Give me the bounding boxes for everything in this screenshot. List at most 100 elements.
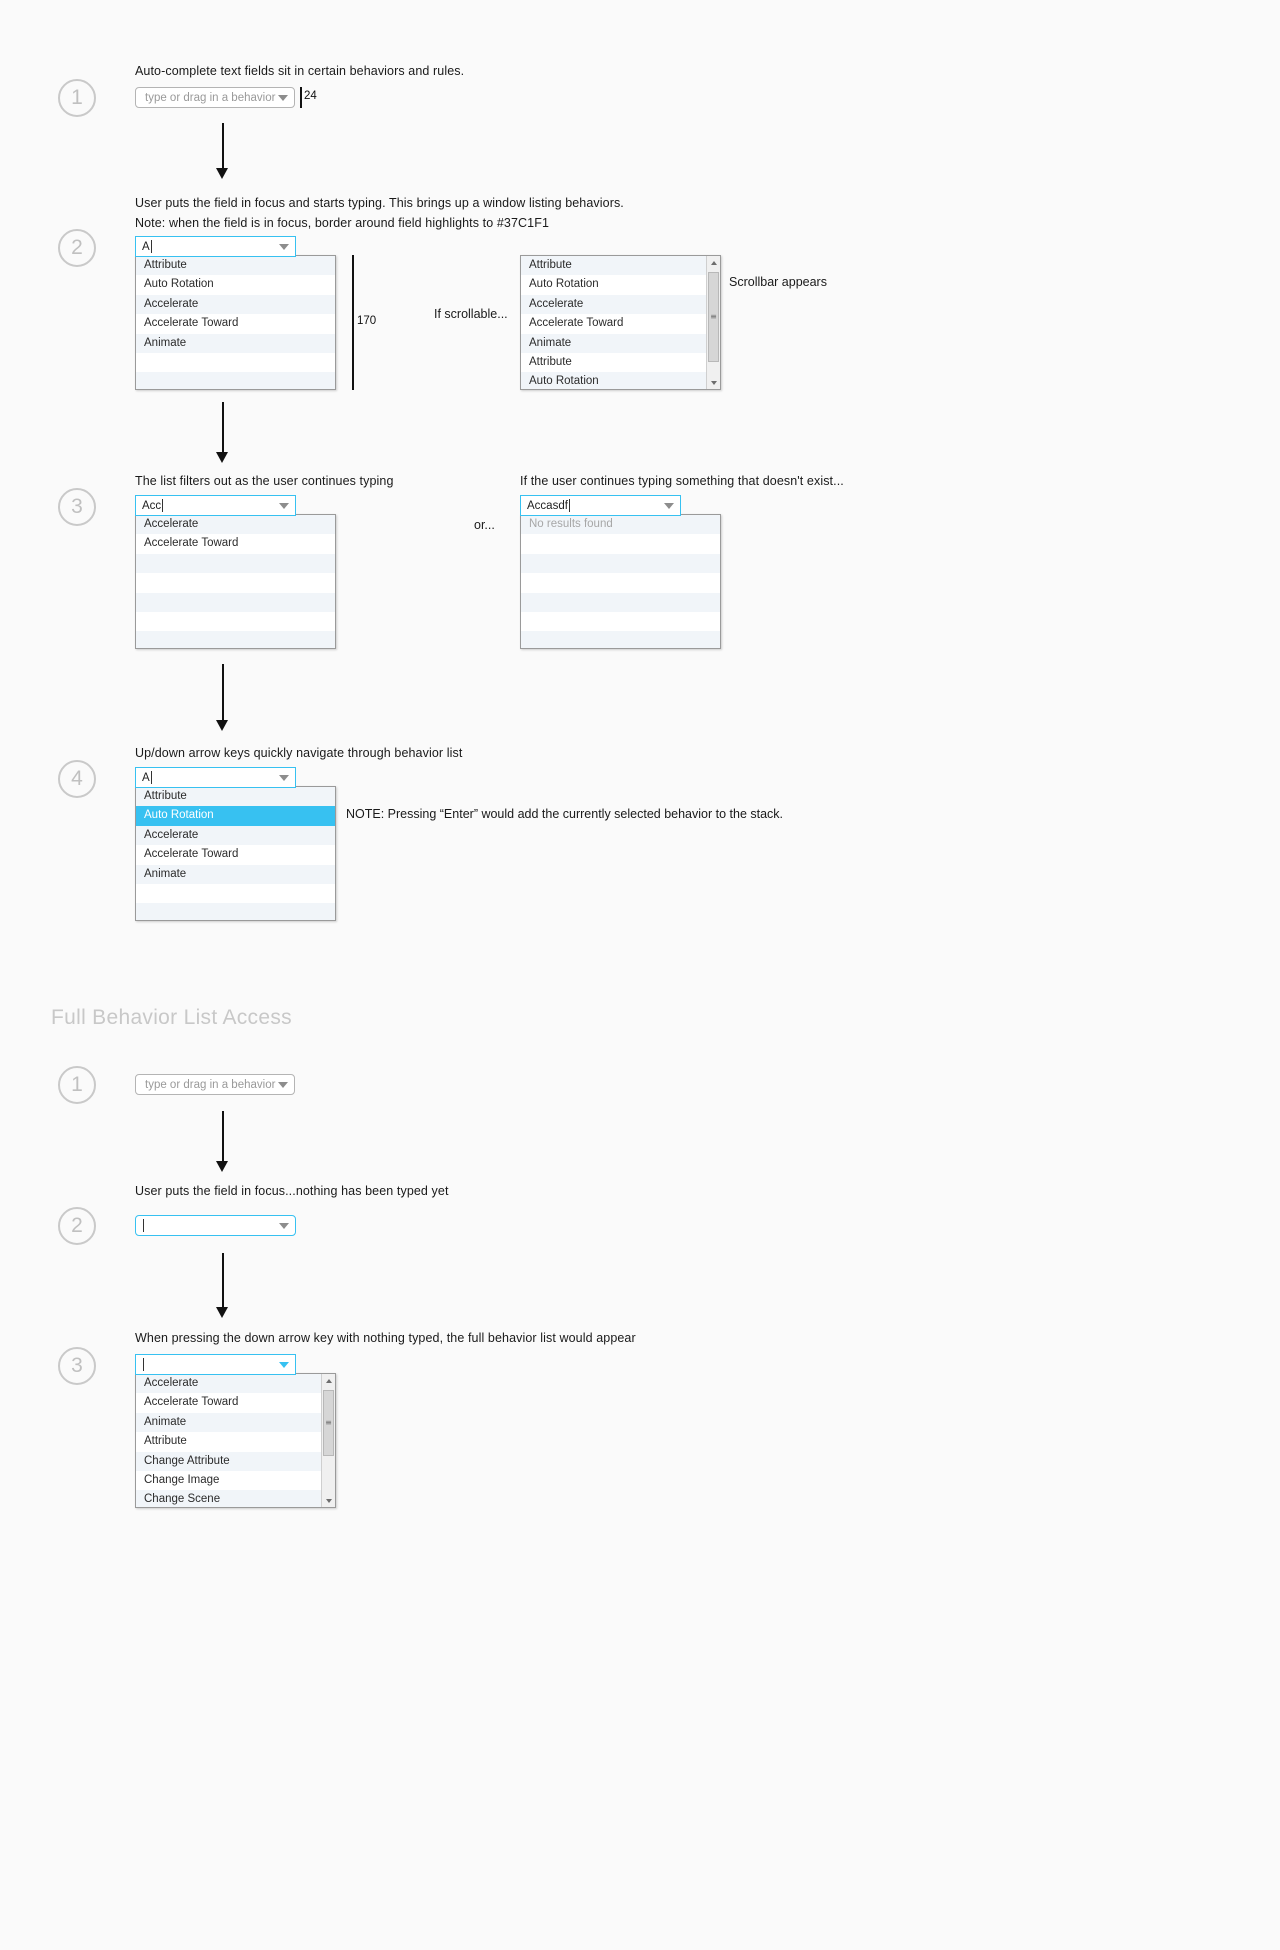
grip-icon: ≡ [710, 312, 717, 321]
scrollbar-thumb[interactable]: ≡ [708, 272, 719, 362]
vertical-scrollbar[interactable]: ≡ [706, 256, 720, 389]
dropdown-option[interactable]: Auto Rotation [136, 275, 335, 295]
dropdown-option-empty [136, 352, 335, 373]
chevron-down-icon[interactable] [278, 1081, 288, 1088]
behavior-field-step3-right[interactable]: Accasdf [520, 495, 681, 516]
dropdown-option[interactable]: Accelerate [521, 294, 706, 315]
text-cursor [150, 771, 152, 784]
no-results-message: No results found [521, 515, 720, 535]
dropdown-option[interactable]: Attribute [521, 352, 706, 373]
dropdown-option[interactable]: Accelerate [136, 294, 335, 315]
dropdown-option[interactable]: Attribute [136, 787, 335, 807]
scrollbar-appears-label: Scrollbar appears [729, 275, 827, 289]
chevron-down-icon[interactable] [279, 774, 289, 781]
step3-caption-left: The list filters out as the user continu… [135, 474, 394, 488]
step-badge-2: 2 [58, 229, 96, 267]
behavior-field-b-step1[interactable]: type or drag in a behavior [135, 1074, 295, 1095]
if-scrollable-label: If scrollable... [434, 307, 508, 321]
dropdown-option[interactable]: Attribute [136, 1432, 321, 1452]
behavior-field-step1[interactable]: type or drag in a behavior [135, 87, 295, 108]
dropdown-option[interactable]: Animate [136, 1412, 321, 1433]
scroll-up-button[interactable] [322, 1374, 335, 1387]
dropdown-option[interactable]: Accelerate Toward [521, 314, 706, 334]
dropdown-option-empty [136, 372, 335, 389]
triangle-down-icon [710, 380, 717, 385]
section-heading-full-behavior-list: Full Behavior List Access [51, 1006, 292, 1029]
chevron-down-icon[interactable] [279, 1361, 289, 1368]
triangle-up-icon [325, 1378, 332, 1383]
behavior-field-b-step3[interactable] [135, 1354, 296, 1375]
behavior-field-step3-left[interactable]: Acc [135, 495, 296, 516]
vertical-scrollbar[interactable]: ≡ [321, 1374, 335, 1507]
dropdown-option-empty [136, 592, 335, 612]
dropdown-option-selected[interactable]: Auto Rotation [136, 806, 335, 826]
dropdown-option-empty [136, 883, 335, 904]
behavior-field-b-step2[interactable] [135, 1215, 296, 1236]
dropdown-option[interactable]: Accelerate [136, 515, 335, 535]
step4-caption: Up/down arrow keys quickly navigate thro… [135, 746, 463, 760]
dropdown-option-empty [136, 903, 335, 920]
behavior-field-placeholder: type or drag in a behavior [145, 91, 276, 104]
dropdown-option[interactable]: Accelerate [136, 1374, 321, 1394]
chevron-down-icon[interactable] [279, 1222, 289, 1229]
scroll-up-button[interactable] [707, 256, 720, 269]
chevron-down-icon[interactable] [279, 243, 289, 250]
step-badge-1: 1 [58, 79, 96, 117]
dropdown-option[interactable]: Animate [136, 864, 335, 884]
dropdown-option[interactable]: Accelerate Toward [136, 534, 335, 554]
flow-arrow-3 [216, 664, 229, 732]
behavior-field-step4[interactable]: A [135, 767, 296, 788]
step4-enter-note: NOTE: Pressing “Enter” would add the cur… [346, 807, 784, 821]
triangle-down-icon [325, 1498, 332, 1503]
scroll-down-button[interactable] [322, 1494, 335, 1507]
scrollbar-thumb[interactable]: ≡ [323, 1390, 334, 1456]
dropdown-option[interactable]: Accelerate Toward [136, 845, 335, 865]
section-b-step2-caption: User puts the field in focus...nothing h… [135, 1184, 449, 1198]
text-cursor [143, 1219, 144, 1232]
dropdown-option[interactable]: Animate [136, 333, 335, 353]
section-b-step-badge-2: 2 [58, 1207, 96, 1245]
scroll-down-button[interactable] [707, 376, 720, 389]
dropdown-option[interactable]: Change Scene [136, 1490, 321, 1507]
behavior-field-placeholder: type or drag in a behavior [145, 1078, 276, 1091]
measure-label-170: 170 [357, 315, 377, 327]
dropdown-option-empty [521, 631, 720, 648]
dropdown-option[interactable]: Accelerate [136, 825, 335, 846]
chevron-down-icon[interactable] [664, 502, 674, 509]
text-cursor [143, 1358, 144, 1371]
triangle-up-icon [710, 260, 717, 265]
dropdown-option[interactable]: Animate [521, 333, 706, 353]
behavior-field-step2[interactable]: A [135, 236, 296, 257]
measure-line-24 [300, 87, 302, 108]
dropdown-option[interactable]: Attribute [136, 256, 335, 276]
dropdown-option[interactable]: Accelerate Toward [136, 1393, 321, 1413]
behavior-field-typed-text: A [142, 771, 150, 784]
chevron-down-icon[interactable] [278, 94, 288, 101]
dropdown-option[interactable]: Auto Rotation [521, 275, 706, 295]
flow-arrow-1 [216, 123, 229, 179]
dropdown-option[interactable]: Change Attribute [136, 1451, 321, 1471]
dropdown-option[interactable]: Auto Rotation [521, 372, 706, 389]
dropdown-option-empty [136, 553, 335, 574]
dropdown-option[interactable]: Accelerate Toward [136, 314, 335, 334]
dropdown-rows-no-results: No results found [521, 515, 720, 648]
measure-label-24: 24 [304, 90, 317, 102]
dropdown-option-empty [521, 611, 720, 632]
behavior-field-typed-text: A [142, 240, 150, 253]
dropdown-option[interactable]: Change Image [136, 1470, 321, 1491]
dropdown-option[interactable]: Attribute [521, 256, 706, 276]
dropdown-option-empty [521, 592, 720, 612]
behavior-dropdown-no-results[interactable]: No results found [520, 514, 721, 649]
chevron-down-icon[interactable] [279, 502, 289, 509]
